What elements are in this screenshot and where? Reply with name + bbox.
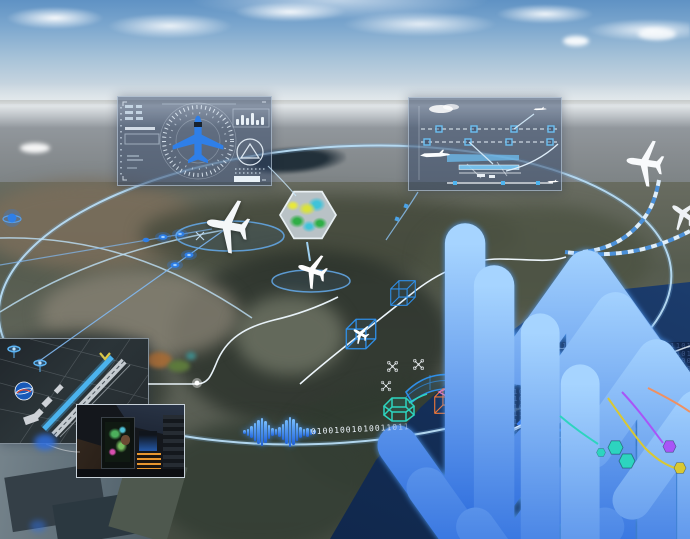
terrain-patch-green bbox=[168, 360, 190, 372]
glareshield bbox=[77, 469, 184, 477]
weather-stem-line bbox=[306, 241, 311, 262]
runway-highlight bbox=[42, 355, 114, 431]
runway-centerline bbox=[53, 360, 125, 436]
yellow-hexagon-node-icon bbox=[673, 462, 687, 474]
drone-icon bbox=[412, 358, 425, 371]
link-bead bbox=[403, 203, 409, 209]
pilot-hand bbox=[121, 435, 130, 445]
weather-radar-hexagon-icon bbox=[281, 192, 335, 238]
ground-node-glow bbox=[30, 520, 46, 532]
data-packet-beads bbox=[142, 229, 197, 270]
pfd-graphics bbox=[120, 101, 270, 182]
purple-hexagon-node-icon bbox=[662, 440, 677, 453]
yellow-chevron bbox=[99, 352, 111, 361]
left-readouts bbox=[124, 105, 160, 169]
teal-data-line bbox=[559, 415, 599, 445]
drone-icon bbox=[386, 360, 399, 373]
engine-display bbox=[137, 453, 161, 469]
terrain-patch-teal bbox=[186, 352, 196, 360]
triangle-pointer bbox=[239, 142, 261, 159]
datalink-line bbox=[37, 222, 235, 363]
volume-link bbox=[408, 393, 428, 404]
airspace-cube-icon bbox=[390, 280, 416, 306]
teal-hexagon-node-icon bbox=[618, 453, 636, 469]
link-bead bbox=[394, 216, 400, 222]
nav-display bbox=[139, 431, 157, 451]
timeline bbox=[447, 179, 559, 185]
value-chip bbox=[234, 176, 260, 182]
hex-prism-volume-icon bbox=[382, 397, 416, 422]
yellow-data-line bbox=[607, 397, 679, 470]
cloud-icon bbox=[443, 104, 459, 110]
ground-node-icon bbox=[2, 209, 22, 227]
space-agency-logo-icon bbox=[14, 381, 34, 401]
approach-curve bbox=[505, 143, 559, 172]
teal-hexagon-node-icon bbox=[607, 440, 624, 455]
propeller-blur bbox=[195, 231, 205, 241]
panel-link-line bbox=[385, 191, 419, 241]
taxiway-line bbox=[59, 364, 131, 438]
cockpit-photo-inset bbox=[76, 404, 185, 478]
corner-marks bbox=[122, 101, 266, 181]
surface-route-path bbox=[148, 296, 339, 385]
attitude-gauge bbox=[236, 138, 264, 166]
timeline-marker bbox=[501, 181, 505, 185]
striped-trajectories bbox=[564, 179, 690, 257]
waypoint-squares bbox=[423, 125, 555, 146]
ground-node-glow bbox=[34, 434, 56, 450]
waveform bbox=[243, 414, 325, 450]
orange-data-line bbox=[647, 387, 690, 413]
drone-icon bbox=[380, 380, 392, 392]
cloud-band bbox=[0, 0, 690, 56]
bar-chart-frame bbox=[232, 108, 270, 128]
small-cloud bbox=[20, 143, 50, 153]
dotted-readout bbox=[235, 168, 266, 174]
primary-flight-display-panel bbox=[117, 96, 272, 186]
timeline-marker bbox=[453, 181, 457, 185]
mini-bar-chart bbox=[236, 111, 268, 125]
highlighted-segment bbox=[447, 154, 519, 162]
foreground-dark bbox=[150, 420, 370, 539]
panel-link-line bbox=[267, 165, 297, 197]
route-node bbox=[194, 380, 200, 386]
trajectory-graphics bbox=[418, 104, 559, 185]
purple-data-line bbox=[621, 391, 664, 444]
route-ring bbox=[0, 144, 673, 446]
apron-buildings bbox=[23, 384, 64, 426]
teal-hexagon-node-icon bbox=[596, 448, 606, 457]
airliner-partial-icon bbox=[662, 192, 690, 235]
terrain-patch-orange bbox=[146, 352, 172, 368]
small-cloud bbox=[563, 36, 589, 46]
small-cloud bbox=[638, 28, 676, 40]
arrival-trajectory-panel bbox=[408, 97, 562, 191]
descent-segment bbox=[468, 141, 494, 165]
aircraft-canopy bbox=[194, 122, 202, 127]
route-curve bbox=[0, 237, 253, 319]
timeline-marker bbox=[536, 181, 540, 185]
airport-graphics bbox=[0, 339, 148, 443]
overhead-panel bbox=[163, 415, 184, 469]
climb-segment bbox=[513, 113, 535, 130]
airport-surface-panel bbox=[0, 338, 149, 444]
horizon-haze bbox=[0, 84, 690, 128]
